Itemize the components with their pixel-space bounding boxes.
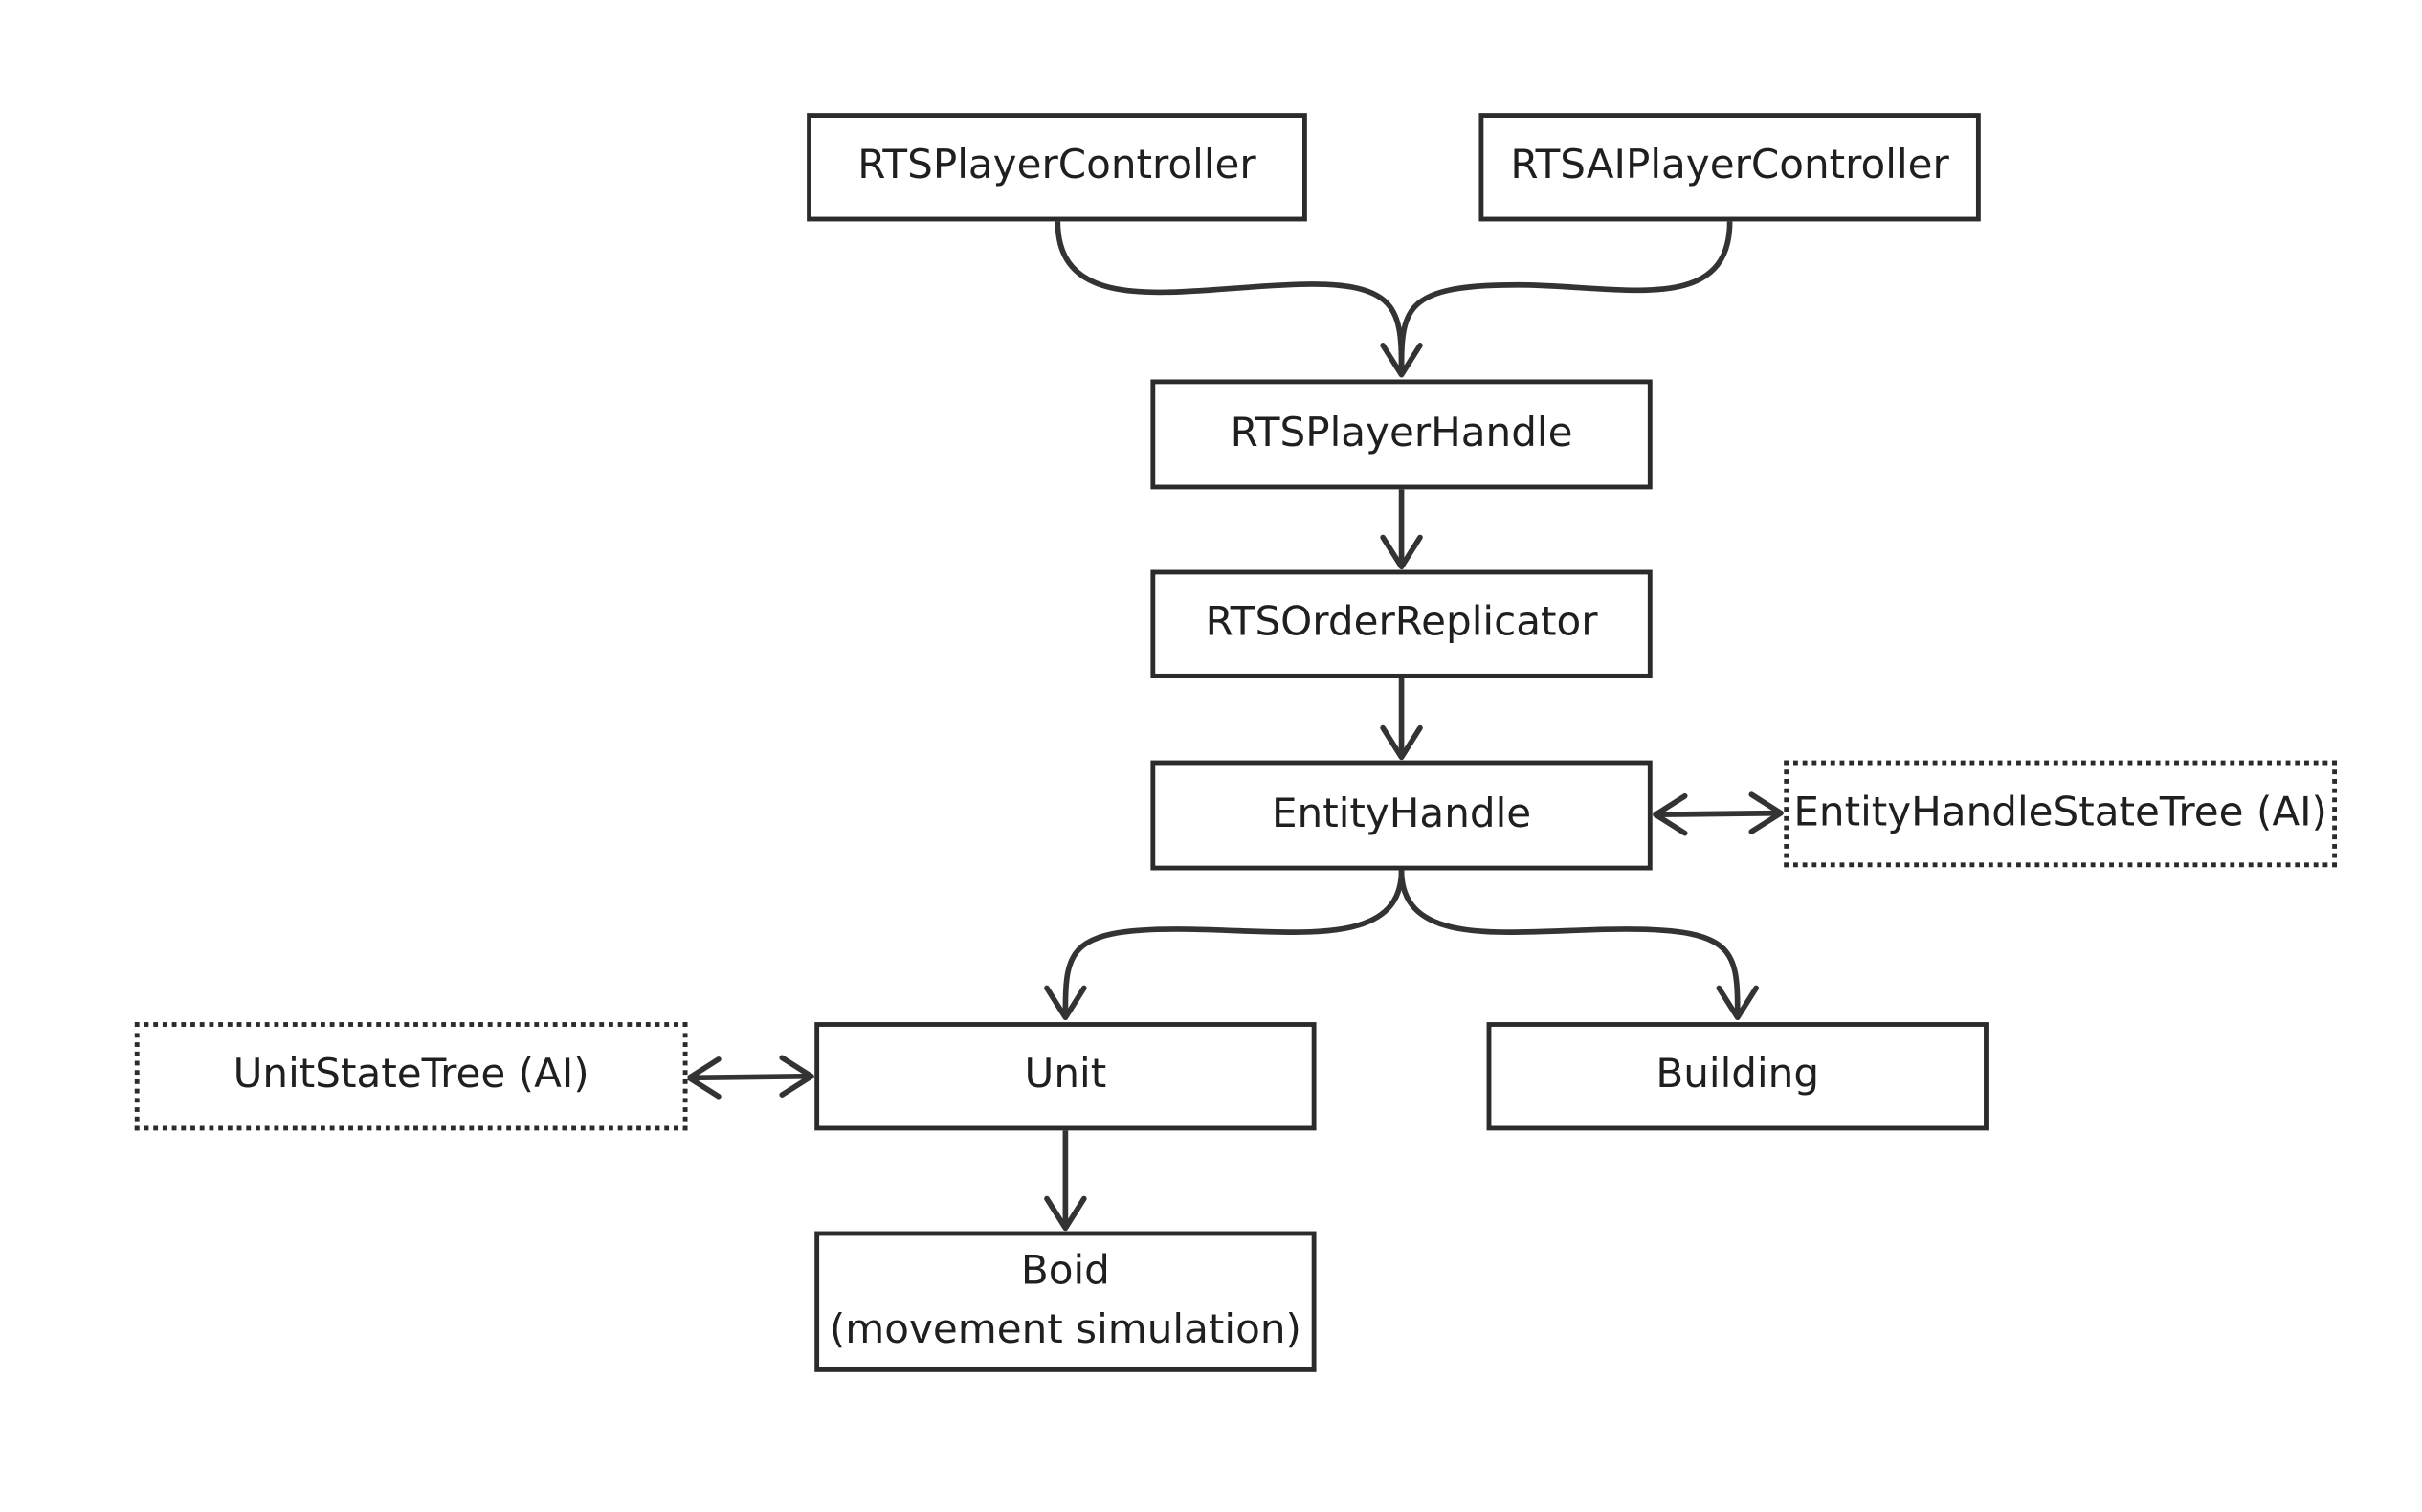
node-building: Building xyxy=(1486,1022,1989,1131)
arrowhead xyxy=(1653,792,1688,836)
node-label: Boid xyxy=(1020,1248,1110,1295)
arrowhead xyxy=(1380,343,1423,378)
node-boid: Boid (movement simulation) xyxy=(814,1231,1317,1372)
node-entity-handle-state-tree: EntityHandleStateTree (AI) xyxy=(1784,760,2338,868)
node-entity-handle: EntityHandle xyxy=(1150,760,1653,871)
arrowhead xyxy=(1044,1195,1087,1232)
node-unit-state-tree: UnitStateTree (AI) xyxy=(134,1022,688,1131)
node-unit: Unit xyxy=(814,1022,1317,1131)
arrowhead xyxy=(779,1055,814,1098)
node-label: EntityHandle xyxy=(1271,790,1532,837)
edge-unitstatetree-unit xyxy=(689,1073,812,1081)
arrowhead xyxy=(1380,724,1423,761)
edge-aiplayercontroller-to-playerhandle xyxy=(1398,221,1733,375)
node-label: Building xyxy=(1655,1052,1820,1099)
node-rts-player-controller: RTSPlayerController xyxy=(807,113,1307,222)
arrowhead xyxy=(686,1056,722,1100)
arrowhead xyxy=(1380,534,1423,570)
node-label: UnitStateTree (AI) xyxy=(233,1052,589,1099)
node-rts-ai-player-controller: RTSAIPlayerController xyxy=(1478,113,1981,222)
node-label: EntityHandleStateTree (AI) xyxy=(1793,789,2327,836)
node-sublabel: (movement simulation) xyxy=(829,1306,1301,1353)
node-label: RTSPlayerController xyxy=(857,143,1256,189)
node-label: RTSPlayerHandle xyxy=(1230,410,1573,456)
arrowhead xyxy=(1716,985,1759,1021)
node-label: Unit xyxy=(1024,1052,1107,1099)
edge-entityhandle-statetree xyxy=(1655,810,1782,818)
arrowhead xyxy=(1044,985,1087,1021)
node-label: RTSAIPlayerController xyxy=(1510,143,1949,189)
edge-entityhandle-to-unit xyxy=(1062,870,1405,1018)
edge-entityhandle-to-building xyxy=(1398,870,1741,1018)
node-label: RTSOrderReplicator xyxy=(1205,599,1598,647)
node-rts-player-handle: RTSPlayerHandle xyxy=(1150,379,1653,490)
edge-playercontroller-to-playerhandle xyxy=(1055,221,1405,375)
node-rts-order-replicator: RTSOrderReplicator xyxy=(1150,569,1653,678)
arrowhead xyxy=(1748,791,1784,834)
